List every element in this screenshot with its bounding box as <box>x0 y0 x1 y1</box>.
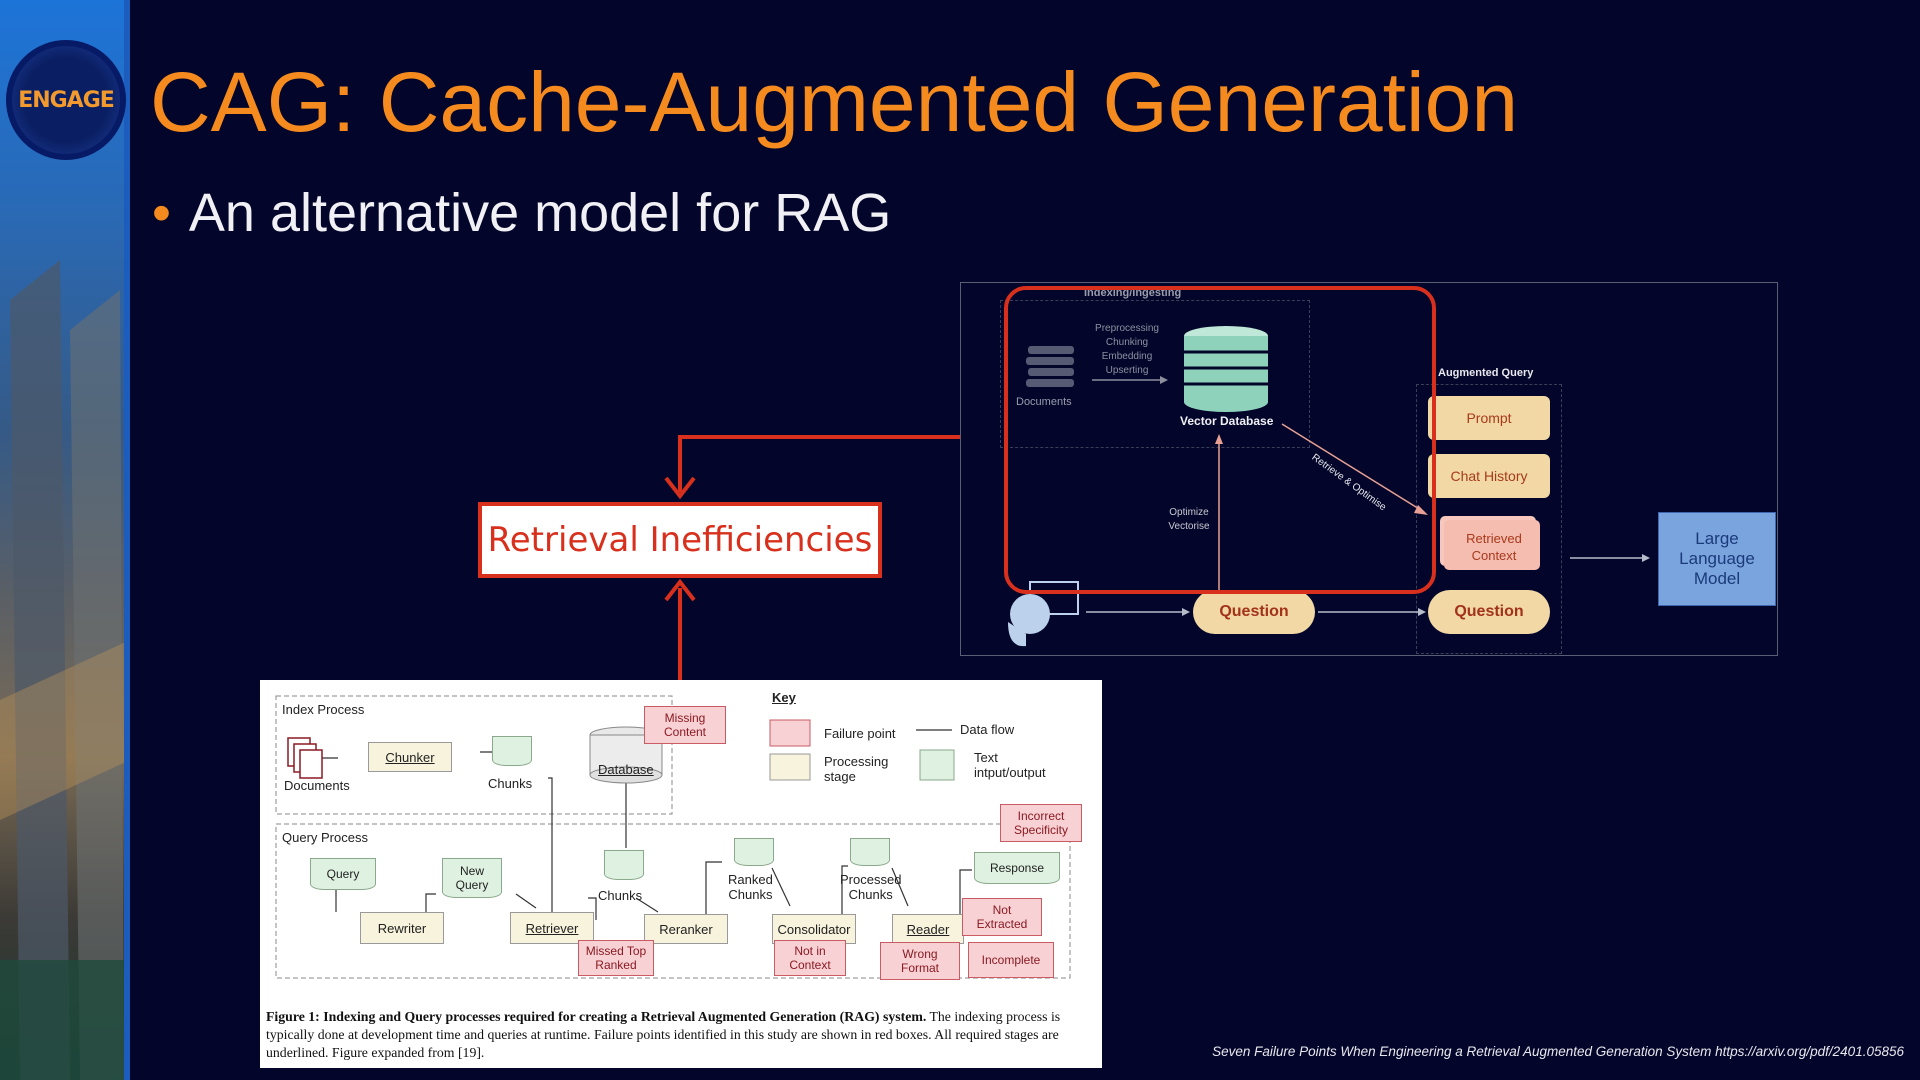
augmented-query-label: Augmented Query <box>1438 367 1534 379</box>
incomplete-fail: Incomplete <box>968 942 1054 978</box>
query-doc: Query <box>310 858 376 890</box>
retriever-node: Retriever <box>510 912 594 944</box>
chunks-doc-query <box>604 850 644 880</box>
chunks-doc-top <box>492 736 532 766</box>
question-pill-right: Question <box>1428 590 1550 634</box>
chunks-query-label: Chunks <box>598 888 643 903</box>
ranked-chunks-doc <box>734 838 774 866</box>
rewriter-node: Rewriter <box>360 912 444 944</box>
citation-text: Seven Failure Points When Engineering a … <box>1212 1044 1904 1059</box>
reranker-node: Reranker <box>644 914 728 944</box>
caption-text: The indexing process is typically done a… <box>266 1009 1061 1060</box>
reader-node: Reader <box>892 914 964 944</box>
engage-logo: ENGAGE <box>6 40 126 160</box>
retrieval-inefficiencies-callout: Retrieval Inefficiencies <box>478 502 882 578</box>
rag-failure-points-figure: Index Process Query Process Key Failure … <box>260 680 1102 1068</box>
chunks-top-label: Chunks <box>488 776 533 791</box>
indexing-section <box>1000 300 1310 448</box>
logo-text: ENGAGE <box>18 87 115 113</box>
key-label: Key <box>772 690 796 705</box>
augmented-query-section <box>1416 384 1562 654</box>
consolidator-node: Consolidator <box>772 914 856 944</box>
documents-icon <box>1026 346 1074 387</box>
bullet-item: • An alternative model for RAG <box>152 182 891 244</box>
user-icon <box>1008 581 1079 647</box>
vector-database-icon <box>1184 326 1268 412</box>
response-doc: Response <box>974 852 1060 884</box>
key-data-flow-label: Data flow <box>960 722 1015 737</box>
figure-lines <box>275 695 1071 979</box>
side-photo-strip: ENGAGE <box>0 0 130 1080</box>
documents-icon-figure <box>287 737 323 779</box>
bullet-text: An alternative model for RAG <box>188 183 892 243</box>
database-label: Database <box>598 762 654 777</box>
chat-history-box: Chat History <box>1428 454 1550 498</box>
indexing-label: Indexing/Ingesting <box>1084 287 1182 299</box>
figure-caption: Figure 1: Indexing and Query processes r… <box>266 1008 1096 1062</box>
chunker-node: Chunker <box>368 742 452 772</box>
index-process-label: Index Process <box>282 702 365 717</box>
building-illustration <box>0 260 130 1080</box>
indexing-highlight-box <box>1004 286 1436 594</box>
caption-bold: Figure 1: Indexing and Query processes r… <box>266 1009 927 1024</box>
question-pill-left: Question <box>1193 590 1315 634</box>
query-process-label: Query Process <box>282 830 368 845</box>
bullet-dot: • <box>152 183 171 243</box>
prompt-box: Prompt <box>1428 396 1550 440</box>
processed-chunks-doc <box>850 838 890 866</box>
slide-title: CAG: Cache-Augmented Generation <box>150 55 1519 149</box>
key-failure-label: Failure point <box>824 726 896 741</box>
documents-text: Documents <box>284 778 350 793</box>
vector-database-label: Vector Database <box>1180 414 1274 428</box>
documents-label: Documents <box>1016 396 1072 408</box>
